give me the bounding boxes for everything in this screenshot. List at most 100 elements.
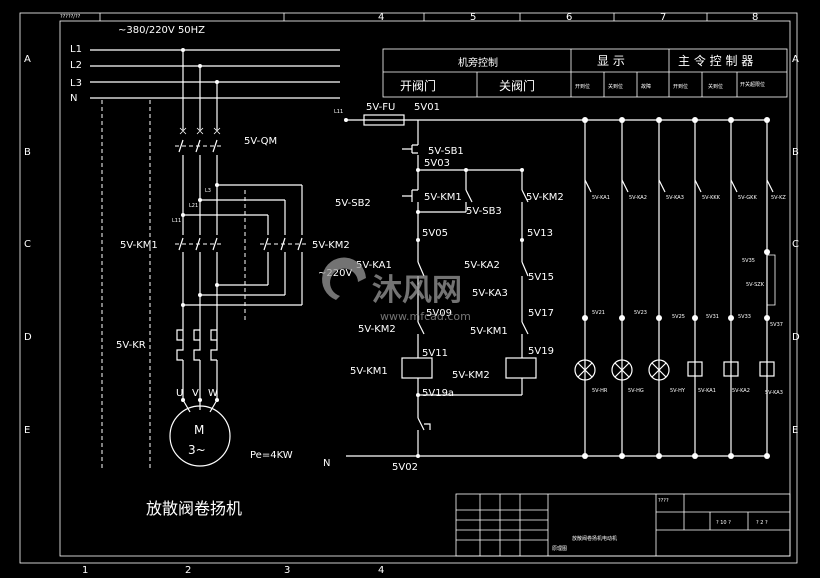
title-block-page: ? 2 ? [756, 520, 768, 526]
terminal-v: V [192, 388, 199, 399]
grid-col-1: 1 [82, 565, 88, 576]
ctrl-l11-label: L11 [334, 109, 343, 115]
grid-row-b-right: B [792, 147, 799, 158]
relay-ka2-label: 5V-KA2 [732, 388, 750, 394]
neutral-label: N [323, 458, 330, 469]
contact-ka1: 5V-KA1 [592, 195, 610, 201]
control-circuit [344, 114, 776, 459]
lamp-hy-icon [648, 359, 670, 381]
node-5v19: 5V19 [528, 346, 554, 357]
ka3-label: 5V-KA3 [472, 288, 508, 299]
km2-power-label: 5V-KM2 [312, 240, 350, 251]
node-5v35: 5V35 [742, 258, 755, 264]
motor-icon [169, 405, 231, 467]
grid-col-4: 4 [378, 12, 384, 23]
node-5v31: 5V31 [706, 314, 719, 320]
ctrl-col-open: 开到位 [673, 83, 688, 90]
motor-phase-label: 3~ [188, 443, 206, 457]
grid-row-d: D [24, 332, 32, 343]
grid-row-c: C [24, 239, 31, 250]
terminal-u: U [176, 388, 183, 399]
node-5v09: 5V09 [426, 308, 452, 319]
grid-row-a-right: A [792, 54, 799, 65]
grid-col-2: 2 [185, 565, 191, 576]
node-5v05: 5V05 [422, 228, 448, 239]
node-5v03: 5V03 [424, 158, 450, 169]
node-5v25: 5V25 [672, 314, 685, 320]
grid-row-e: E [24, 425, 30, 436]
node-5v21: 5V21 [592, 310, 605, 316]
terminal-w: W [208, 388, 218, 399]
corner-code: ?????/?? [60, 14, 81, 20]
indicator-branches [574, 117, 776, 459]
contact-gkk: 5V-GKK [738, 195, 757, 201]
watermark-brand: 沐风网 [372, 273, 462, 308]
title-block-sheet: ? 10 ? [716, 520, 731, 526]
node-5v23: 5V23 [634, 310, 647, 316]
km1-power-label: 5V-KM1 [120, 240, 158, 251]
node-5v01: 5V01 [414, 102, 440, 113]
lamp-hg-label: 5V-HG [628, 388, 644, 394]
title-block [455, 493, 791, 557]
grid-row-d-right: D [792, 332, 800, 343]
szk-label: 5V-SZK [746, 282, 765, 288]
header-master-controller: 主 令 控 制 器 [678, 53, 753, 68]
coil-km2-label: 5V-KM2 [452, 370, 490, 381]
phase-l3-label: L3 [70, 78, 82, 89]
grid-row-b: B [24, 147, 31, 158]
contact-kkk: 5V-KKK [702, 195, 721, 201]
sb3-label: 5V-SB3 [466, 206, 502, 217]
relay-ka1-label: 5V-KA1 [698, 388, 716, 394]
node-5v33: 5V33 [738, 314, 751, 320]
grid-row-c-right: C [792, 239, 799, 250]
grid-col-8: 8 [752, 12, 758, 23]
disp-col-open: 开到位 [575, 83, 590, 90]
ka1-label: 5V-KA1 [356, 260, 392, 271]
watermark-logo-icon [322, 257, 366, 300]
header-local-control: 机旁控制 [458, 56, 498, 69]
node-5v37: 5V37 [770, 322, 783, 328]
phase-n-label: N [70, 93, 77, 104]
ctrl-col-limit: 开关超限位 [740, 81, 765, 88]
kr-label: 5V-KR [116, 340, 146, 351]
relay-ka3-label: 5V-KA3 [765, 390, 783, 396]
grid-col-7: 7 [660, 12, 666, 23]
phase-l2-label: L2 [70, 60, 82, 71]
lamp-hy-label: 5V-HY [670, 388, 686, 394]
lamp-hr-label: 5V-HR [592, 388, 608, 394]
node-5v17: 5V17 [528, 308, 554, 319]
node-5v02: 5V02 [392, 462, 418, 473]
header-close-valve: 关阀门 [499, 78, 535, 93]
km2-interlock-label: 5V-KM2 [358, 324, 396, 335]
fuse-label: 5V-FU [366, 102, 395, 113]
km2-nc-label: 5V-KM2 [526, 192, 564, 203]
voltage-220-label: ~220V [318, 268, 352, 279]
coil-km1-label: 5V-KM1 [350, 366, 388, 377]
grid-col-4-bottom: 4 [378, 565, 384, 576]
supply-label: ~380/220V 50HZ [118, 25, 205, 36]
l11-label: L11 [172, 218, 181, 224]
node-5v11: 5V11 [422, 348, 448, 359]
title-block-name: 放散阀卷扬机电动机 [572, 535, 617, 542]
phase-l1-label: L1 [70, 44, 82, 55]
watermark-url: www.mfcad.com [380, 310, 471, 323]
grid-col-6: 6 [566, 12, 572, 23]
drawing-frame [19, 12, 798, 564]
header-table [382, 48, 788, 98]
contact-kz: 5V-KZ [771, 195, 786, 201]
grid-col-3: 3 [284, 565, 290, 576]
disp-col-fault: 故障 [641, 83, 651, 90]
title-block-type: 原理图 [552, 546, 567, 552]
lamp-hr-icon [574, 359, 596, 381]
disp-col-close: 关到位 [608, 83, 623, 90]
l21-label: L21 [189, 203, 198, 209]
contact-ka3: 5V-KA3 [666, 195, 684, 201]
lamp-hg-icon [611, 359, 633, 381]
title-block-marks: ???? [658, 498, 669, 504]
sb1-label: 5V-SB1 [428, 146, 464, 157]
rating-label: Pe=4KW [250, 450, 293, 461]
km1-interlock-label: 5V-KM1 [470, 326, 508, 337]
grid-rows: A B C D E A B C D E [24, 54, 800, 436]
grid-columns: 1 2 3 4 5 6 7 8 4 [82, 12, 758, 576]
